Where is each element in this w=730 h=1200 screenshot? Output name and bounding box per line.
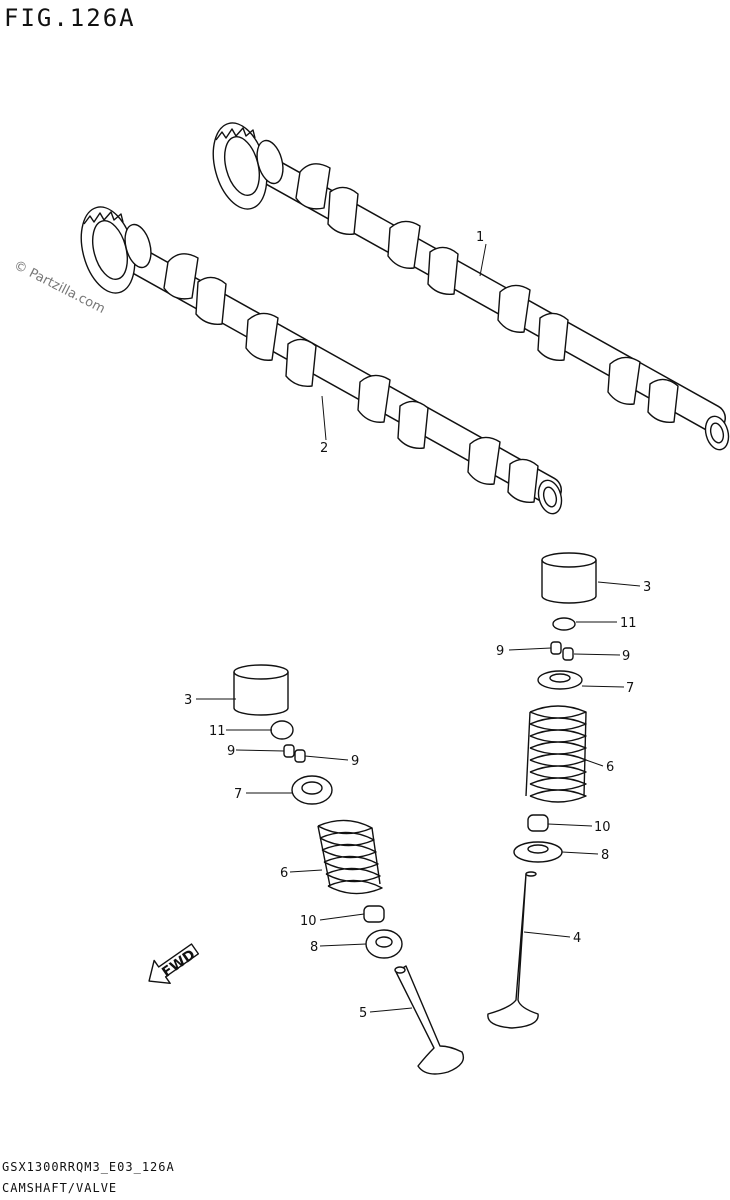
intake-valve[interactable] xyxy=(394,965,465,1075)
shim-right[interactable] xyxy=(552,617,576,631)
spring-seat-right[interactable] xyxy=(513,841,563,863)
callout-9-right-a: 9 xyxy=(496,644,504,659)
cotters-right[interactable] xyxy=(550,641,574,661)
callout-10-right: 10 xyxy=(594,820,611,835)
shim-left[interactable] xyxy=(270,720,294,740)
spring-right[interactable] xyxy=(525,705,587,803)
stem-seal-right[interactable] xyxy=(527,814,549,832)
exhaust-valve[interactable] xyxy=(487,871,539,1029)
callout-10-left: 10 xyxy=(300,914,317,929)
callout-6-right: 6 xyxy=(606,760,614,775)
footer-diagram-name: CAMSHAFT/VALVE xyxy=(2,1181,118,1195)
spring-left[interactable] xyxy=(317,819,383,895)
camshaft-2[interactable] xyxy=(72,201,565,516)
fwd-label: FWD xyxy=(159,947,198,981)
stem-seal-left[interactable] xyxy=(363,905,385,923)
callout-7-left: 7 xyxy=(234,787,242,802)
spring-seat-left[interactable] xyxy=(365,929,403,959)
retainer-right[interactable] xyxy=(537,670,583,690)
callout-3-left: 3 xyxy=(184,693,192,708)
callout-7-right: 7 xyxy=(626,681,634,696)
callout-8-left: 8 xyxy=(310,940,318,955)
callout-5: 5 xyxy=(359,1006,367,1021)
footer-model-code: GSX1300RRQM3_E03_126A xyxy=(2,1160,175,1174)
fwd-arrow xyxy=(148,943,200,985)
callout-8-right: 8 xyxy=(601,848,609,863)
cotters-left[interactable] xyxy=(283,744,306,763)
callout-labels: 1 2 3 11 9 9 7 6 10 8 4 3 11 9 9 7 6 10 … xyxy=(184,230,651,1021)
leader-lines xyxy=(196,243,641,1013)
callout-11-left: 11 xyxy=(209,724,226,739)
callout-6-left: 6 xyxy=(280,866,288,881)
callout-2: 2 xyxy=(320,441,328,456)
figure-title: FIG.126A xyxy=(4,4,136,32)
callout-9-left-b: 9 xyxy=(351,754,359,769)
camshaft-1[interactable] xyxy=(204,117,730,452)
tappet-left[interactable] xyxy=(233,664,289,716)
callout-9-right-b: 9 xyxy=(622,649,630,664)
retainer-left[interactable] xyxy=(291,775,333,805)
callout-11-right: 11 xyxy=(620,616,637,631)
callout-1: 1 xyxy=(476,230,484,245)
tappet-right[interactable] xyxy=(541,552,597,604)
callout-3-right: 3 xyxy=(643,580,651,595)
callout-4: 4 xyxy=(573,931,581,946)
callout-9-left-a: 9 xyxy=(227,744,235,759)
